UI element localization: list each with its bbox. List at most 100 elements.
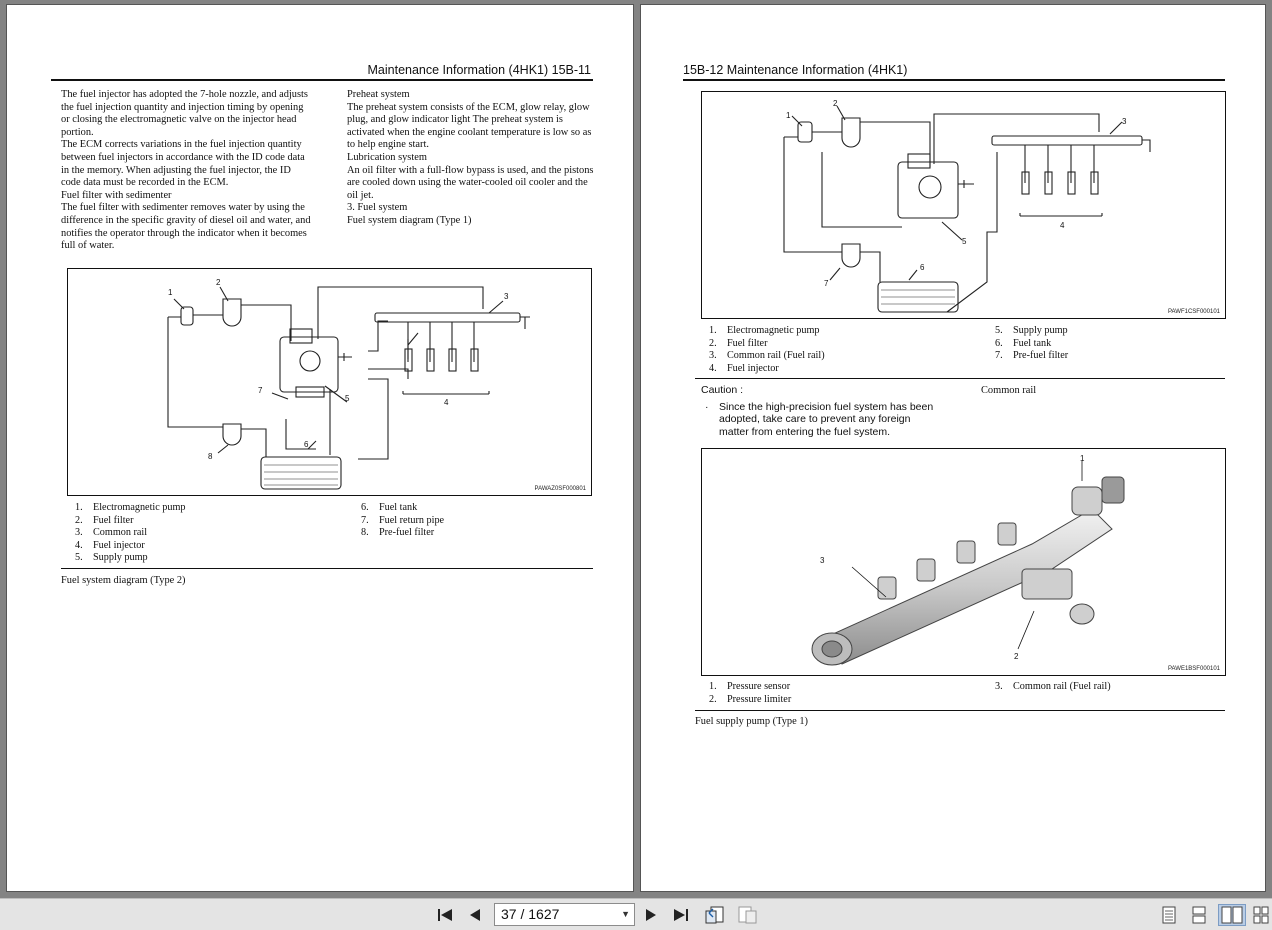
callout-4: 4 — [1060, 221, 1065, 230]
legend-item: 2.Fuel filter — [75, 514, 134, 526]
legend-item: 7.Pre-fuel filter — [995, 350, 1069, 362]
legend-item: 7.Fuel return pipe — [361, 514, 445, 526]
callout-6: 6 — [920, 263, 925, 272]
single-page-icon — [1162, 906, 1176, 924]
diagram-drawing: 1 2 3 4 5 6 7 8 — [167, 278, 530, 490]
legend-item: 2.Fuel filter — [709, 337, 768, 349]
legend-item: 8.Pre-fuel filter — [361, 527, 435, 539]
heading-lubrication: Lubrication system — [347, 151, 427, 163]
caution-title: Caution : — [701, 384, 744, 396]
forward-view-icon — [738, 906, 757, 924]
figure-code: PAWE1BSF000101 — [1167, 666, 1220, 672]
caution-text: Since the high-precision fuel system has… — [719, 400, 934, 438]
heading-supply-pump: Fuel supply pump (Type 1) — [695, 716, 808, 727]
left-column-2: Preheat system The preheat system consis… — [347, 89, 595, 228]
last-page-button[interactable] — [670, 904, 692, 926]
legend-rule — [61, 568, 593, 569]
continuous-view-button[interactable] — [1188, 904, 1210, 926]
header-rule — [683, 79, 1225, 81]
legend-item: 4.Fuel injector — [75, 539, 145, 551]
first-page-button[interactable] — [434, 904, 456, 926]
callout-2: 2 — [216, 278, 221, 287]
two-page-icon — [1221, 906, 1243, 924]
callout-1: 1 — [786, 111, 791, 120]
fuel-system-diagram-type1: 1 2 3 4 5 6 7 8 PAWAZ0SF000801 — [67, 268, 592, 496]
single-page-view-button[interactable] — [1158, 904, 1180, 926]
callout-5: 5 — [962, 237, 967, 246]
callout-7: 7 — [824, 279, 829, 288]
document-viewport[interactable]: Maintenance Information (4HK1) 15B-11 Th… — [0, 0, 1272, 898]
figure-code: PAWF1CSF000101 — [1167, 309, 1220, 315]
legend-item: 5.Supply pump — [75, 552, 148, 564]
callout-4: 4 — [444, 398, 449, 407]
caution-block: Caution : · Since the high-precision fue… — [701, 384, 951, 438]
legend-left-col1: 1.Electromagnetic pump 2.Fuel filter 3.C… — [75, 502, 186, 565]
heading-fuel-filter: Fuel filter with sedimenter — [61, 189, 172, 201]
callout-6: 6 — [304, 440, 309, 449]
legend-rule — [695, 378, 1225, 379]
fuel-system-diagram-type2: 1 2 3 4 5 6 7 PAWF1CSF000101 — [701, 91, 1226, 319]
heading-diagram-type2: Fuel system diagram (Type 2) — [61, 575, 186, 586]
legend-item: 3.Common rail — [75, 527, 148, 539]
legend-item: 3.Common rail (Fuel rail) — [995, 681, 1111, 692]
callout-7: 7 — [258, 386, 263, 395]
next-page-icon — [646, 909, 656, 921]
callout-2: 2 — [833, 99, 838, 108]
diagram-drawing: 1 2 3 4 5 6 7 — [783, 99, 1151, 313]
legend-rail-col1: 1.Pressure sensor 2.Pressure limiter — [709, 681, 791, 706]
paragraph-fuel-filter: The fuel filter with sedimenter removes … — [61, 202, 311, 252]
paragraph-preheat: The preheat system consists of the ECM, … — [347, 101, 592, 151]
paragraph-ecm: The ECM corrects variations in the fuel … — [61, 139, 305, 189]
previous-page-button[interactable] — [464, 904, 486, 926]
callout-8: 8 — [208, 452, 213, 461]
figure-code: PAWAZ0SF000801 — [534, 486, 586, 492]
legend-item: 2.Pressure limiter — [709, 693, 792, 705]
header-rule — [51, 79, 593, 81]
callout-2: 2 — [1014, 652, 1019, 661]
callout-1: 1 — [168, 288, 173, 297]
legend-rule — [695, 710, 1225, 711]
go-back-view-button[interactable] — [704, 904, 726, 926]
continuous-page-icon — [1192, 906, 1206, 924]
legend-right-col2: 5.Supply pump 6.Fuel tank 7.Pre-fuel fil… — [995, 325, 1068, 363]
previous-page-icon — [470, 909, 480, 921]
back-view-icon — [705, 906, 724, 924]
two-page-continuous-icon — [1253, 906, 1269, 924]
dropdown-caret-icon[interactable]: ▼ — [621, 909, 630, 919]
two-page-view-button[interactable] — [1218, 904, 1246, 926]
legend-rail-col2: 3.Common rail (Fuel rail) — [995, 681, 1111, 694]
legend-item: 1.Electromagnetic pump — [75, 502, 186, 513]
paragraph-lubrication: An oil filter with a full-flow bypass is… — [347, 164, 594, 201]
two-page-continuous-view-button[interactable] — [1252, 904, 1270, 926]
viewer-toolbar: 37 / 1627 ▼ — [0, 898, 1272, 930]
page-header: Maintenance Information (4HK1) 15B-11 — [367, 63, 592, 77]
first-page-icon — [438, 909, 452, 921]
common-rail-illustration: 1 2 3 PAWE1BSF000101 — [701, 448, 1226, 676]
heading-diagram-type1: Fuel system diagram (Type 1) — [347, 214, 472, 226]
last-page-icon — [674, 909, 688, 921]
go-forward-view-button[interactable] — [736, 904, 758, 926]
caution-bullet: · — [705, 400, 709, 413]
next-page-button[interactable] — [640, 904, 662, 926]
legend-item: 3.Common rail (Fuel rail) — [709, 350, 825, 362]
page-15b-11: Maintenance Information (4HK1) 15B-11 Th… — [6, 4, 634, 892]
legend-item: 5.Supply pump — [995, 325, 1068, 336]
callout-3: 3 — [1122, 117, 1127, 126]
left-column-1: The fuel injector has adopted the 7-hole… — [61, 89, 311, 253]
page-15b-12: 15B-12 Maintenance Information (4HK1) — [640, 4, 1266, 892]
legend-item: 1.Electromagnetic pump — [709, 325, 820, 336]
callout-3: 3 — [504, 292, 509, 301]
page-header: 15B-12 Maintenance Information (4HK1) — [683, 63, 908, 77]
callout-1: 1 — [1080, 454, 1085, 463]
legend-right-col1: 1.Electromagnetic pump 2.Fuel filter 3.C… — [709, 325, 825, 375]
heading-preheat: Preheat system — [347, 89, 410, 100]
callout-5: 5 — [345, 394, 350, 403]
page-indicator-text: 37 / 1627 — [501, 906, 560, 922]
heading-fuel-system: 3. Fuel system — [347, 202, 408, 214]
paragraph-injector: The fuel injector has adopted the 7-hole… — [61, 89, 308, 138]
legend-item: 6.Fuel tank — [361, 502, 418, 513]
legend-item: 4.Fuel injector — [709, 362, 779, 374]
page-number-input[interactable]: 37 / 1627 ▼ — [494, 903, 635, 926]
legend-item: 1.Pressure sensor — [709, 681, 791, 692]
heading-common-rail: Common rail — [981, 385, 1037, 396]
